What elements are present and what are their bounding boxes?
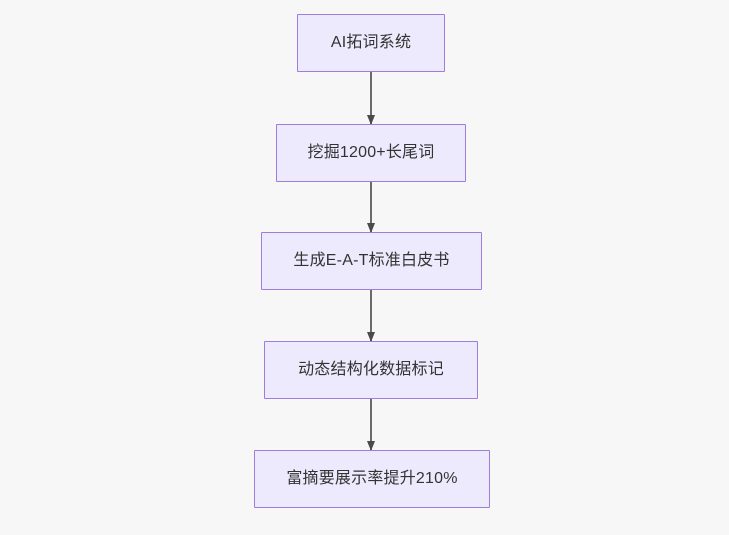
node-label: 动态结构化数据标记	[298, 361, 444, 379]
node-label: 生成E-A-T标准白皮书	[293, 252, 450, 270]
node-label: 挖掘1200+长尾词	[307, 144, 435, 162]
flowchart-node-ai-keyword-system[interactable]: AI拓词系统	[297, 14, 445, 72]
flowchart-node-mine-longtail-keywords[interactable]: 挖掘1200+长尾词	[276, 124, 466, 182]
flowchart-node-rich-snippet-rate-increase[interactable]: 富摘要展示率提升210%	[254, 450, 490, 508]
node-label: AI拓词系统	[330, 34, 412, 52]
flowchart-node-generate-eat-whitepaper[interactable]: 生成E-A-T标准白皮书	[261, 232, 482, 290]
flowchart-node-dynamic-structured-data-markup[interactable]: 动态结构化数据标记	[264, 341, 478, 399]
node-label: 富摘要展示率提升210%	[286, 470, 458, 488]
